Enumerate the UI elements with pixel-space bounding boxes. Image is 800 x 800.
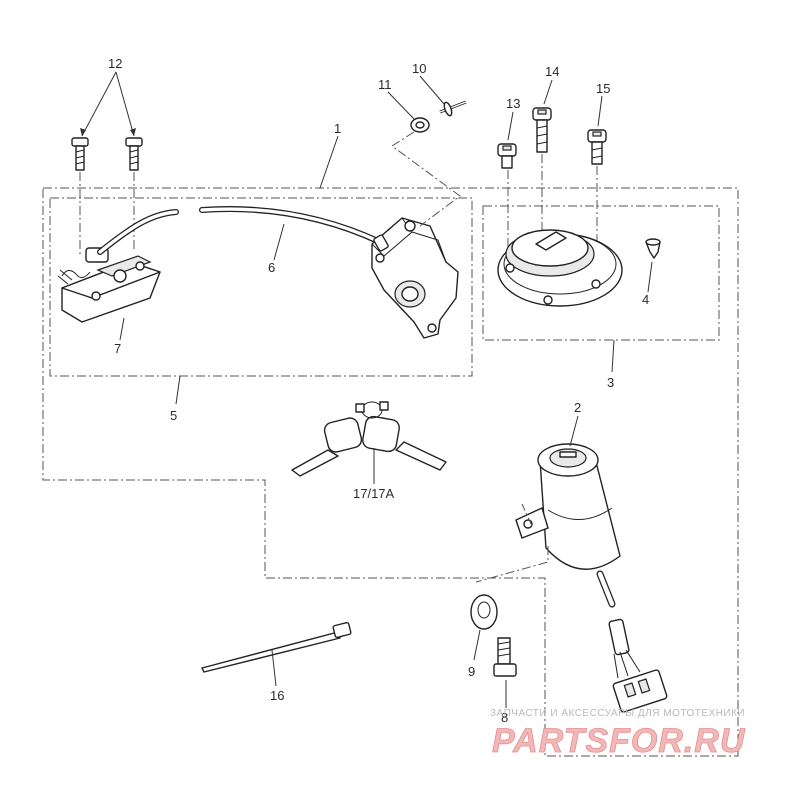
watermark-tagline: ЗАПЧАСТИ И АКСЕССУАРЫ ДЛЯ МОТОТЕХНИКИ bbox=[490, 708, 745, 719]
washer-11 bbox=[410, 117, 430, 133]
leaders-12 bbox=[80, 71, 136, 137]
callout-13: 13 bbox=[506, 96, 520, 111]
screw-12-right bbox=[125, 137, 143, 171]
watermark-brand: PARTSFOR.RU bbox=[492, 722, 746, 760]
callout-6: 6 bbox=[268, 260, 275, 275]
cap-screw-15 bbox=[587, 129, 607, 165]
bolt-8 bbox=[493, 637, 517, 677]
callout-17: 17/17A bbox=[353, 486, 395, 501]
cap-screw-14 bbox=[532, 107, 552, 153]
callout-8: 8 bbox=[501, 710, 508, 725]
pin-10 bbox=[439, 100, 467, 117]
callout-3: 3 bbox=[607, 375, 614, 390]
cable-6 bbox=[97, 206, 383, 255]
cable-tie-16 bbox=[201, 621, 352, 673]
callout-11: 11 bbox=[378, 77, 392, 92]
callout-12: 12 bbox=[108, 56, 122, 71]
seat-lock-7 bbox=[57, 247, 161, 323]
seat-release-lock-1 bbox=[371, 217, 459, 339]
callout-7: 7 bbox=[114, 341, 121, 356]
fuel-cap-3 bbox=[497, 229, 623, 307]
callout-2: 2 bbox=[574, 400, 581, 415]
plug-4 bbox=[645, 238, 661, 259]
callout-10: 10 bbox=[412, 61, 426, 76]
callout-5: 5 bbox=[170, 408, 177, 423]
callout-14: 14 bbox=[545, 64, 559, 79]
screw-12-left bbox=[71, 137, 89, 171]
callout-16: 16 bbox=[270, 688, 284, 703]
washer-9 bbox=[470, 594, 498, 630]
callout-4: 4 bbox=[642, 292, 649, 307]
callout-1: 1 bbox=[334, 121, 341, 136]
callout-15: 15 bbox=[596, 81, 610, 96]
ignition-switch-2 bbox=[515, 443, 668, 713]
assembly-outline-1 bbox=[42, 187, 739, 757]
assembly-outline-5 bbox=[49, 197, 473, 377]
keys-17 bbox=[291, 401, 447, 477]
callout-9: 9 bbox=[468, 664, 475, 679]
assembly-outline-3 bbox=[482, 205, 720, 341]
cap-screw-13 bbox=[497, 143, 517, 169]
